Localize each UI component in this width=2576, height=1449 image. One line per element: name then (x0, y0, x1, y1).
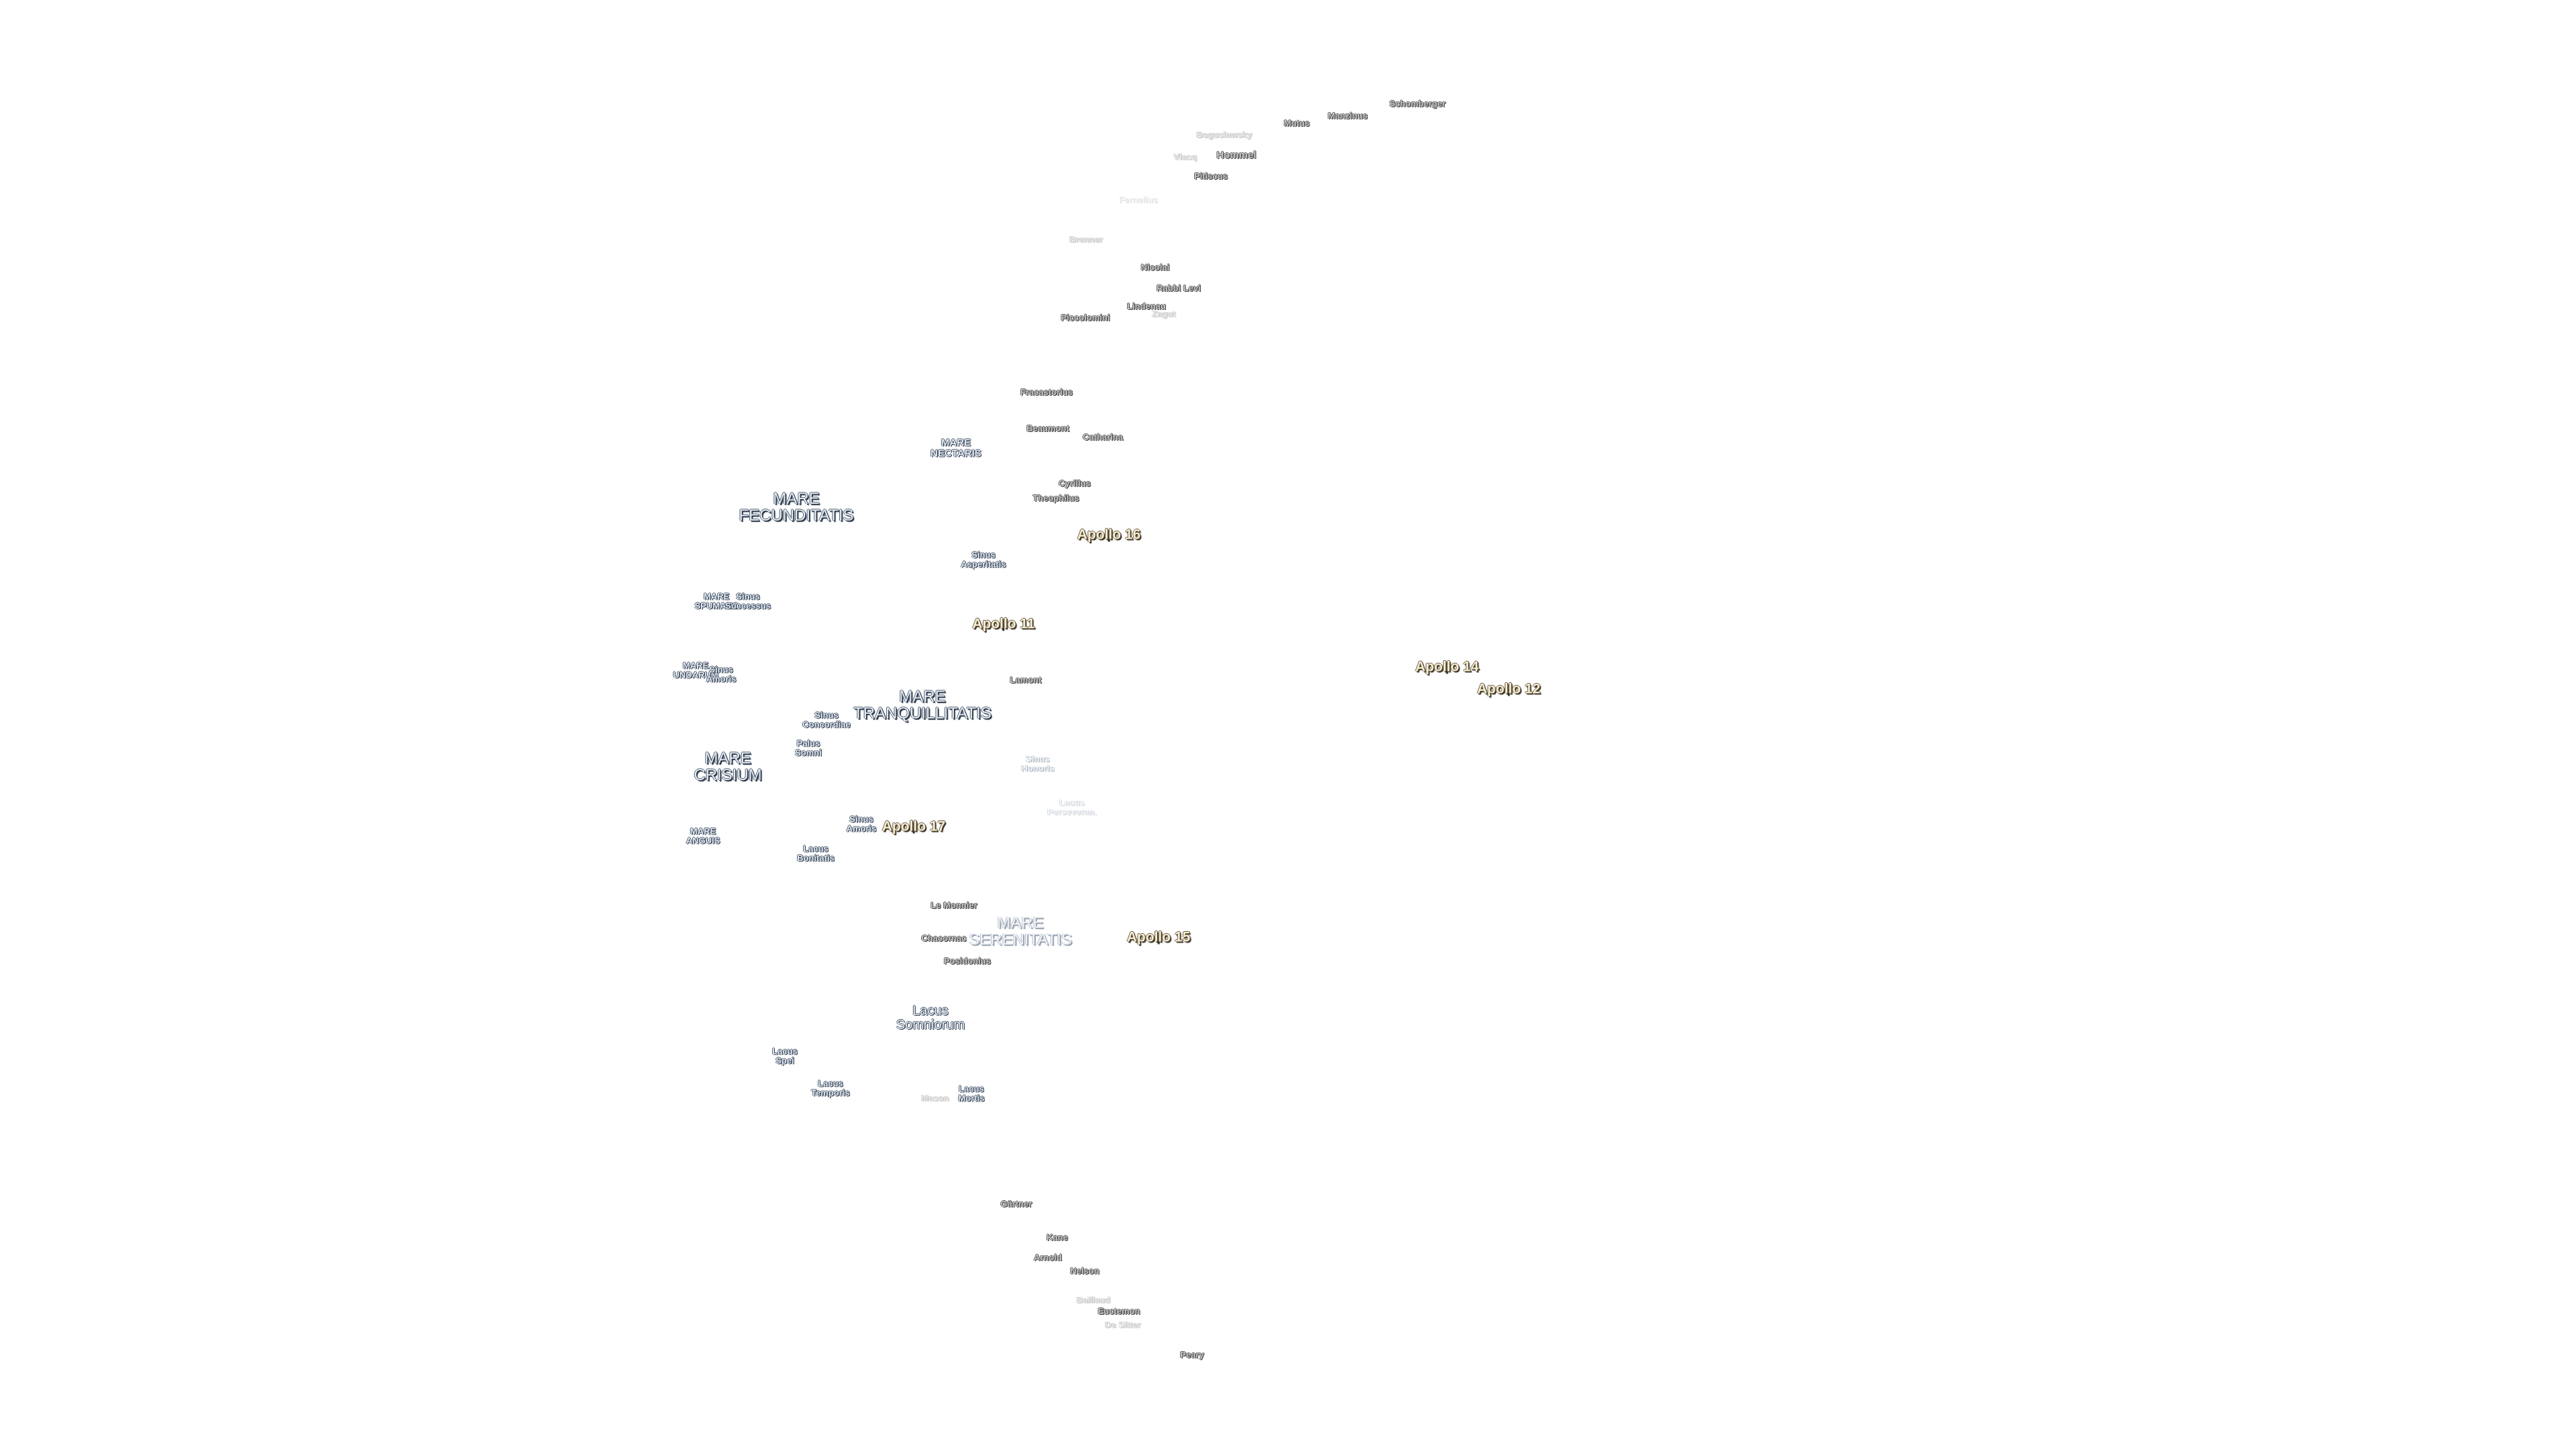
crater-label-peary: Peary (1180, 1350, 1204, 1360)
landing-site-marker (1507, 692, 1510, 696)
crater-label-de-sitter: De Sitter (1105, 1320, 1141, 1330)
crater-label-theophilus: Theophilus (1032, 493, 1079, 504)
apollo-11-site: Apollo 11 (972, 616, 1034, 631)
crater-label-le-monnier: Le Monnier (930, 900, 977, 911)
sea-label-mare-crisium: MARE CRISIUM (694, 749, 762, 784)
crater-label-manzinus: Manzinus (1328, 111, 1368, 121)
sea-label-sinus-honoris: Sinus Honoris (1021, 753, 1055, 773)
sea-label-mare-tranquillitatis: MARE TRANQUILLITATIS (853, 687, 991, 722)
sea-label-sinus-amoris-small: Sinus Amoris (706, 664, 737, 684)
crater-label-piccolomini: Piccolomini (1061, 313, 1110, 323)
sea-label-lacus-temporis: Lacus Temporis (811, 1078, 850, 1097)
crater-label-schomberger: Schomberger (1389, 99, 1446, 109)
apollo-label: Apollo 15 (1126, 929, 1191, 945)
apollo-14-site: Apollo 14 (1415, 659, 1479, 674)
crater-label-posidonius: Posidonius (943, 956, 991, 967)
sea-label-lacus-mortis: Lacus Mortis (958, 1083, 985, 1103)
crater-label-beaumont: Beaumont (1026, 423, 1069, 434)
landing-site-marker (1446, 670, 1448, 674)
sea-label-mare-fecunditatis: MARE FECUNDITATIS (739, 489, 854, 525)
crater-label-fracastorius: Fracastorius (1020, 387, 1073, 398)
crater-label-cyrillus: Cyrillus (1059, 478, 1091, 489)
sea-label-mare-serenitatis: MARE SERENITATIS (969, 913, 1072, 949)
apollo-15-site: Apollo 15 (1126, 929, 1191, 945)
crater-label-lamont: Lamont (1010, 675, 1042, 686)
crater-label-nicolai: Nicolai (1140, 262, 1170, 273)
apollo-label: Apollo 12 (1477, 681, 1541, 697)
crater-label-hommel: Hommel (1216, 150, 1256, 162)
crater-label-gartner: Gärtner (1000, 1199, 1032, 1210)
crater-label-kane: Kane (1046, 1232, 1068, 1243)
crater-label-baillaud: Baillaud (1076, 1295, 1111, 1305)
sea-label-mare-undarum: MARE UNDARUM (673, 660, 718, 680)
sea-label-sinus-asperitatis: Sinus Asperitatis (961, 549, 1006, 569)
crater-label-boguslawsky: Boguslawsky (1196, 129, 1252, 140)
crater-label-chacornac: Chacornac (921, 933, 967, 944)
sea-label-sinus-concordiae: Sinus Concordiae (802, 710, 851, 729)
apollo-label: Apollo 17 (881, 818, 946, 835)
apollo-label: Apollo 11 (972, 616, 1035, 632)
landing-site-marker (1002, 627, 1005, 631)
crater-label-brenner: Brenner (1069, 234, 1103, 245)
crater-label-arnold: Arnold (1034, 1252, 1062, 1263)
crater-label-euctemon: Euctemon (1097, 1306, 1140, 1317)
sea-label-mare-spumans: MARE SPUMANS (694, 591, 739, 610)
apollo-17-site: Apollo 17 (881, 818, 946, 835)
crater-label-rabbi-levi: Rabbi Levi (1157, 283, 1201, 294)
sea-label-lacus-spei: Lacus Spei (772, 1046, 798, 1065)
landing-site-marker (912, 830, 915, 834)
crater-label-mutus: Mutus (1283, 118, 1310, 129)
landing-site-marker (1157, 941, 1160, 945)
sea-label-sinus-successus: Sinus Successus (725, 591, 771, 610)
sea-label-lacus-faint: Lacus Perseveran. (1047, 797, 1097, 816)
crater-label-fernelius: Fernelius (1119, 195, 1158, 205)
crater-label-mason: Mason (921, 1093, 949, 1104)
apollo-16-site: Apollo 16 (1077, 527, 1141, 543)
sea-label-mare-nectaris: MARE NECTARIS (930, 437, 981, 459)
crater-label-pitiscus: Pitiscus (1194, 171, 1228, 182)
sea-label-lacus-somniorum: Lacus Somniorum (896, 1004, 965, 1032)
sea-label-lacus-bonitatis: Lacus Bonitatis (797, 843, 835, 863)
crater-label-vlacq: Vlacq (1173, 152, 1197, 162)
sea-label-mare-anguis: MARE ANGUIS (686, 826, 720, 845)
crater-label-nelson: Nelson (1070, 1266, 1099, 1277)
apollo-label: Apollo 16 (1077, 527, 1141, 543)
sea-label-sinus-amoris: Sinus Amoris (846, 814, 877, 833)
apollo-label: Apollo 14 (1415, 659, 1479, 675)
crater-label-zagut: Zagut (1152, 309, 1176, 319)
apollo-12-site: Apollo 12 (1477, 682, 1541, 696)
crater-label-lindenau: Lindenau (1127, 301, 1166, 312)
landing-site-marker (1108, 538, 1110, 542)
crater-label-catharina: Catharina (1083, 432, 1123, 443)
sea-label-palus-somni: Palus Somni (795, 738, 822, 757)
